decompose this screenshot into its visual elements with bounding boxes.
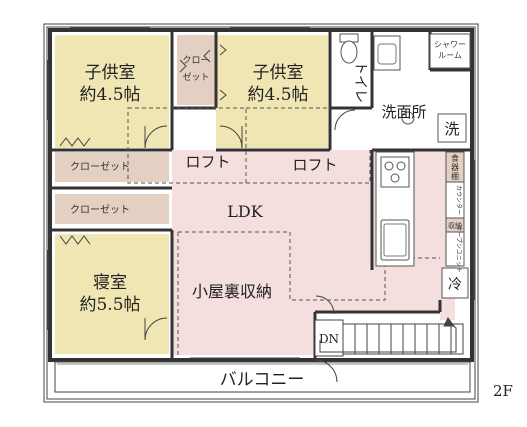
- bedroom-size: 約5.5帖: [79, 295, 140, 315]
- stairs: [314, 317, 464, 357]
- kids-room-right-name: 子供室: [253, 63, 304, 83]
- windows: [47, 27, 475, 359]
- floor-label: 2F: [493, 382, 513, 400]
- storage-label: 収納: [448, 221, 462, 230]
- outer-frame: [43, 23, 479, 403]
- closet-vertical-label-1: クロー: [182, 55, 209, 66]
- outer-walls: [48, 28, 474, 362]
- counter-label: カウンター: [455, 185, 463, 215]
- kids-room-left-fill: [55, 35, 169, 148]
- open-shelf-unit: [445, 231, 465, 267]
- fridge-label: 冷: [448, 277, 462, 293]
- shower-room-label-2: ルーム: [438, 51, 462, 60]
- loft-outlines: [127, 107, 440, 355]
- shower-room-box: [429, 33, 471, 69]
- balcony-label: バルコニー: [220, 370, 305, 390]
- dish-shelf-label-1: 食: [451, 153, 459, 163]
- closet-vertical-label-2: ゼット: [182, 71, 209, 83]
- closet-lower-label: クローゼット: [70, 204, 130, 216]
- kids-room-right-size: 約4.5帖: [247, 85, 308, 105]
- kids-room-left-name: 子供室: [85, 63, 136, 83]
- bedroom-fill: [55, 234, 169, 354]
- closet-lower-fill: [55, 194, 169, 224]
- toilet-label: トイレ: [352, 61, 368, 103]
- closet-upper-label: クローゼット: [70, 161, 130, 173]
- bathroom-fixtures: [339, 33, 471, 143]
- open-shelf-label: オープンユニット: [455, 225, 462, 273]
- ldk-label: LDK: [227, 202, 263, 221]
- washer-label: 洗: [444, 120, 459, 138]
- labels: 子供室 約4.5帖 子供室 約4.5帖 寝室 約5.5帖 クロー ゼット クロー…: [70, 40, 513, 400]
- doors: [144, 109, 356, 383]
- balcony: [54, 361, 471, 393]
- attic-storage-label: 小屋裏収納: [192, 282, 272, 301]
- dish-shelf-label-3: 棚: [451, 171, 459, 181]
- washroom-label: 洗面所: [381, 103, 426, 121]
- fridge-unit: [441, 267, 469, 299]
- dish-shelf-label-2: 器: [451, 163, 459, 172]
- kids-room-right-fill: [216, 35, 328, 148]
- loft-left-label: ロフト: [185, 153, 230, 171]
- sink: [380, 219, 410, 261]
- closet-vertical-fill: [177, 35, 216, 105]
- loft-right-label: ロフト: [292, 156, 337, 174]
- closet-upper-fill: [55, 152, 169, 182]
- bedroom-name: 寝室: [93, 272, 127, 293]
- washer-box: [437, 113, 467, 143]
- outer-frame-inner: [46, 26, 476, 400]
- closet-door-marks: [59, 44, 227, 245]
- toilet-bowl: [340, 40, 358, 64]
- stairs-down-label: DN: [319, 332, 339, 346]
- kitchen: [375, 151, 469, 299]
- shower-room-label-1: シャワー: [434, 40, 466, 49]
- kids-room-left-size: 約4.5帖: [79, 85, 140, 105]
